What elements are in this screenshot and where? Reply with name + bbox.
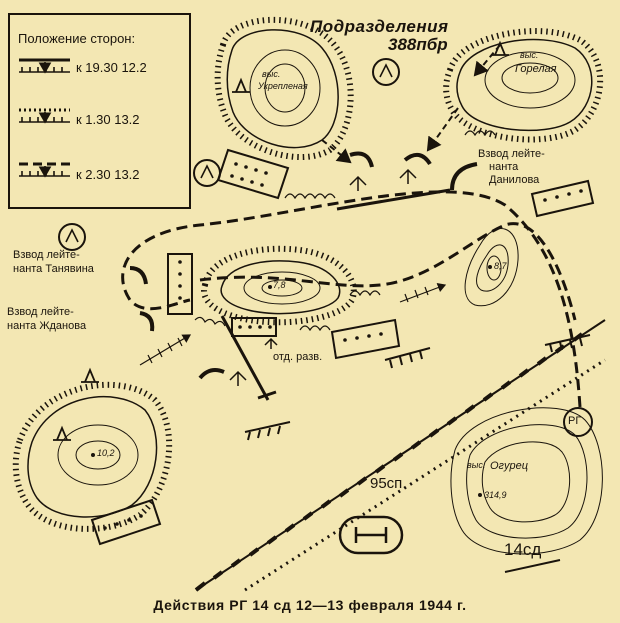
legend-title: Положение сторон: [18,31,136,46]
hill-ogurets-elevation: 314,9 [484,490,507,500]
unit-95sp: 95сп [370,475,403,492]
artillery-symbols [53,40,509,441]
unit-14sd: 14сд [504,540,542,559]
minefield-dots [103,162,583,530]
legend-symbols [19,58,70,178]
attack-arrows [321,44,501,164]
wire-obstacles [194,130,496,332]
river-band [194,319,606,592]
circled-inner [65,63,393,243]
hill-ogurets-name: Огурец [490,460,529,472]
hill-ukreplennaya-name: Укрепленая [258,81,308,91]
unit-danilov-line2: нанта [489,161,519,173]
hill-ogurets [450,407,603,555]
unit-zhdanov-line1: Взвод лейте- [7,306,74,318]
legend-item-1: к 19.30 12.2 [76,60,147,75]
legend-item-3: к 2.30 13.2 [76,167,140,182]
header-title: Подразделения [310,17,449,36]
trench-marks [244,334,591,441]
legend [8,13,191,209]
recon-group-marker: РГ [568,415,582,427]
hill-east-elevation: 8,7 [494,261,507,271]
legend-item-2: к 1.30 13.2 [76,112,140,127]
unit-fronts [129,151,478,380]
hill-southwest [12,381,173,532]
hill-southwest-elevation: 10,2 [97,448,115,458]
minefields [90,148,595,546]
hill-gorelaya [443,28,603,143]
unit-danilov-line3: Данилова [489,174,540,186]
map-caption: Действия РГ 14 сд 12—13 февраля 1944 г. [153,597,467,613]
tank-symbol [338,515,404,555]
circled-symbols [58,58,593,437]
hill-ogurets-prefix: выс. [467,460,486,470]
hill-gorelaya-name: Горелая [515,63,557,75]
hill-east [464,228,519,307]
unit-recon: отд. разв. [273,351,323,363]
solid-lines [220,188,451,401]
unit-danilov-line1: Взвод лейте- [478,148,545,160]
weapon-symbols [229,168,417,386]
hill-central [201,245,357,326]
unit-tanyavin-line2: нанта Танявина [13,263,94,275]
division-boundary [504,559,561,573]
hill-central-elevation: 7,8 [273,280,286,290]
hill-ukreplennaya-prefix: выс. [262,69,281,79]
elevation-points [91,265,492,497]
header-subtitle: 388пбр [388,35,448,54]
hill-gorelaya-prefix: выс. [520,50,539,60]
unit-zhdanov-line2: нанта Жданова [7,320,87,332]
recon-route [121,190,582,408]
fire-arrows [139,283,447,366]
unit-tanyavin-line1: Взвод лейте- [13,249,80,261]
